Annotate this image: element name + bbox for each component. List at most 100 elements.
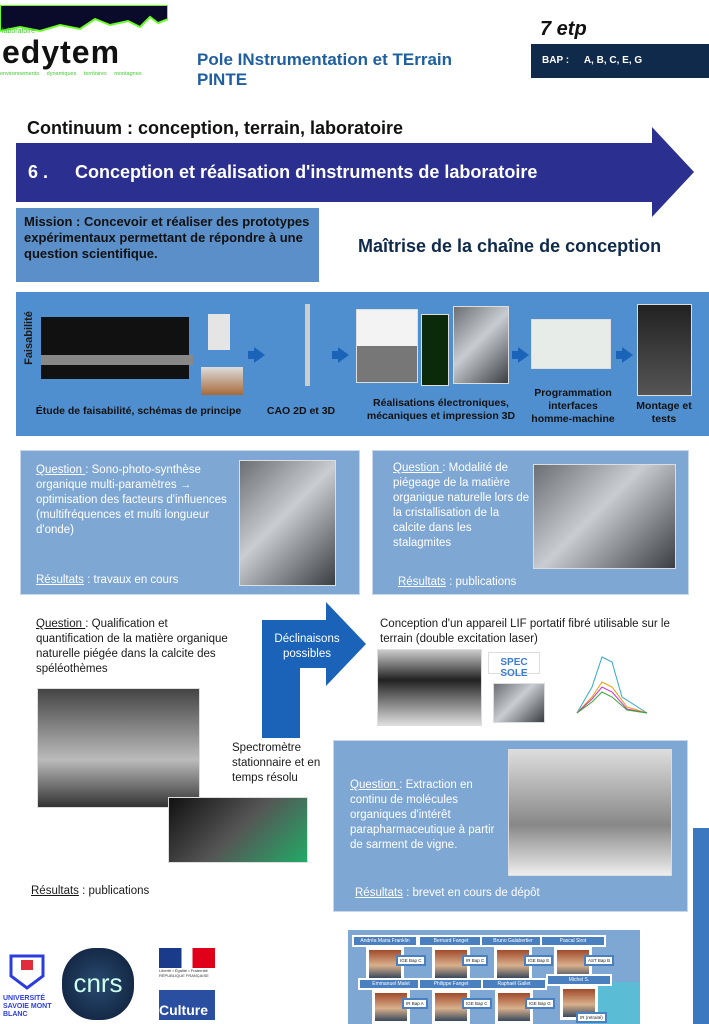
logo-top-text: laboratoire xyxy=(2,28,36,35)
member-name: Raphaël Gallet xyxy=(481,978,547,990)
label-text: Question xyxy=(36,618,86,630)
label-text: Question xyxy=(393,462,443,474)
banner-text: Conception et réalisation d'instruments … xyxy=(75,162,538,182)
body-text: : Qualification et quantification de la … xyxy=(36,618,228,675)
member-name: Emmanuel Malet xyxy=(358,978,424,990)
faisabilite-label: Faisabilité xyxy=(23,311,35,365)
process-band: Faisabilité Étude de faisabilité, schéma… xyxy=(16,292,709,436)
body-text: : publications xyxy=(78,885,150,897)
cnrs-text: cnrs xyxy=(73,968,123,998)
result-text: Résultats : travaux en cours xyxy=(36,573,179,588)
cad-image xyxy=(305,304,310,386)
label-text: Résultats xyxy=(31,885,79,897)
result-text: Résultats : publications xyxy=(31,885,149,897)
arrow-icon xyxy=(512,347,529,363)
cnrs-logo: cnrs xyxy=(62,948,134,1020)
member-name: Andréa Maria Franklin xyxy=(352,935,418,947)
logo-tagline: environnements dynamiques territoires mo… xyxy=(0,71,142,77)
banner-number: 6 . xyxy=(28,162,49,182)
mountain-logo-icon xyxy=(0,5,168,33)
arrow-icon xyxy=(616,347,633,363)
bap-label: BAP : xyxy=(542,55,570,66)
electronics-image xyxy=(356,309,418,383)
lif-description: Conception d'un appareil LIF portatif fi… xyxy=(380,618,670,645)
member-name: Bernard Fanget xyxy=(418,935,484,947)
etp-count: 7 etp xyxy=(540,18,587,40)
member-role-tag: IR Bap C xyxy=(462,955,489,966)
banner-arrow-icon xyxy=(16,127,694,217)
assembly-image xyxy=(637,304,692,396)
step-realisation: Réalisations électroniques, mécaniques e… xyxy=(366,397,516,422)
crystallization-photo xyxy=(533,464,676,569)
project-extraction: Question : Extraction en continu de molé… xyxy=(333,740,688,912)
bap-values: A, B, C, E, G xyxy=(583,55,643,66)
body-text: : travaux en cours xyxy=(83,574,179,586)
spectrometer-caption: Spectromètre stationnaire et en temps ré… xyxy=(232,742,321,784)
result-text: Résultats : publications xyxy=(398,575,516,590)
member-name: Philippe Fanget xyxy=(418,978,484,990)
member-role-tag: IGE Bap C xyxy=(462,998,492,1009)
label-text: Résultats xyxy=(355,887,403,899)
schematic-image xyxy=(41,317,189,379)
member-role-tag: AST Bap B xyxy=(584,955,615,966)
spectrometer-photo xyxy=(37,688,200,808)
page-title: Pole INstrumentation et TErrain PINTE xyxy=(197,50,452,90)
member-role-tag: IGE Bap E xyxy=(524,955,554,966)
republique-text: Liberté • Égalité • Fraternité RÉPUBLIQU… xyxy=(159,968,209,978)
question-text: Question : Sono-photo-synthèse organique… xyxy=(36,463,231,538)
specsole-logo: SPEC SOLE xyxy=(488,652,540,679)
usmb-text: UNIVERSITÉ SAVOIE MONT BLANC xyxy=(3,995,52,1018)
culture-logo: Culture xyxy=(159,990,215,1020)
printer-3d-image xyxy=(453,306,509,384)
body-text: : Modalité de piégeage de la matière org… xyxy=(393,462,530,549)
side-accent-bar xyxy=(693,828,709,1024)
usmb-crest-icon xyxy=(9,954,45,990)
bap-box: BAP : A, B, C, E, G xyxy=(531,44,709,78)
label-text: Question xyxy=(350,779,400,791)
step-programming: Programmation interfaces homme-machine xyxy=(531,387,615,425)
member-role-tag: IGE Bap G xyxy=(525,998,555,1009)
title-line-2: PINTE xyxy=(197,70,248,89)
mission-box: Mission : Concevoir et réaliser des prot… xyxy=(16,208,319,282)
culture-text: Culture xyxy=(159,1002,208,1018)
probe-photo xyxy=(493,683,545,723)
extraction-photo xyxy=(508,749,672,876)
sensor-image xyxy=(201,367,243,395)
member-role-tag: IR (retraité) xyxy=(576,1012,607,1023)
arrow-icon xyxy=(332,347,349,363)
body-text: : brevet en cours de dépôt xyxy=(402,887,540,899)
edytem-logo: laboratoire edytem environnements dynami… xyxy=(0,5,168,81)
project-stalagmites: Question : Modalité de piégeage de la ma… xyxy=(372,450,689,595)
body-text: : Sono-photo-synthèse organique multi-pa… xyxy=(36,464,227,536)
pcb-image xyxy=(421,314,449,386)
declinaisons-arrow-icon xyxy=(262,602,366,738)
result-text: Résultats : brevet en cours de dépôt xyxy=(355,886,540,901)
project-speleothems: Question : Qualification et quantificati… xyxy=(36,617,236,677)
declinaisons-label: Déclinaisons possibles xyxy=(274,633,340,660)
bench-image xyxy=(41,355,193,365)
body-text: : Extraction en continu de molécules org… xyxy=(350,779,495,851)
title-line-1: Pole INstrumentation et TErrain xyxy=(197,50,453,69)
spectra-plot xyxy=(567,647,659,723)
hmi-image xyxy=(531,319,611,369)
question-text: Question : Extraction en continu de molé… xyxy=(350,778,500,853)
lif-box-photo xyxy=(377,649,482,726)
member-role-tag: IR Bap A xyxy=(402,998,428,1009)
chain-title: Maîtrise de la chaîne de conception xyxy=(358,236,662,256)
arrow-icon xyxy=(248,347,265,363)
banner-title: 6 . Conception et réalisation d'instrume… xyxy=(28,162,537,183)
label-text: Question xyxy=(36,464,86,476)
camera-image xyxy=(208,314,230,350)
member-name: Bruno Galabertier xyxy=(480,935,546,947)
step-feasibility: Étude de faisabilité, schémas de princip… xyxy=(35,405,242,417)
body-text: : publications xyxy=(445,576,517,588)
team-member: Michel S.IR (retraité) xyxy=(546,974,612,1023)
team-member: Bernard Fanget IR Bap C xyxy=(418,935,489,981)
team-member: Emmanuel Malet IR Bap A xyxy=(358,978,428,1024)
logo-name: edytem xyxy=(2,34,121,70)
